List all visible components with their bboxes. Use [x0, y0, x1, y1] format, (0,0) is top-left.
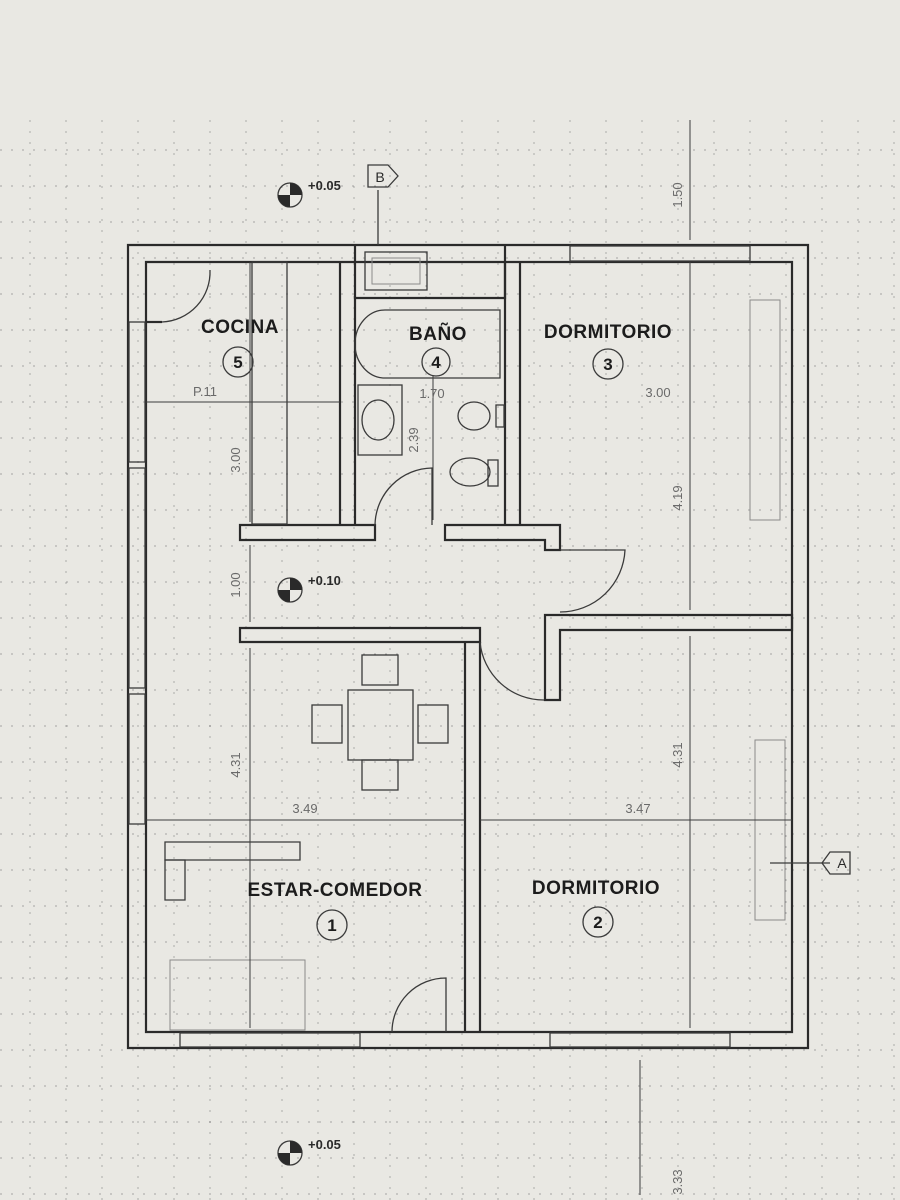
living-furniture — [164, 841, 306, 1031]
dimension-label: 3.00 — [645, 385, 670, 400]
dimension-label: 4.31 — [670, 742, 685, 767]
room-name: BAÑO — [409, 323, 467, 345]
dimension-label: 3.49 — [292, 801, 317, 816]
room-number: 1 — [327, 916, 336, 935]
level-label: +0.05 — [308, 178, 341, 193]
room-dormitorio-2: DORMITORIO 2 3.47 4.31 — [532, 742, 685, 938]
room-cocina: COCINA 5 P.11 3.00 — [193, 317, 279, 473]
section-marker-b: B — [367, 164, 399, 245]
doors — [161, 269, 626, 1033]
room-name: DORMITORIO — [544, 322, 672, 343]
dimension-label: 4.31 — [228, 752, 243, 777]
bath-fixtures — [354, 251, 505, 487]
dimension-label: 3.00 — [228, 447, 243, 472]
kitchen-counter — [251, 261, 288, 525]
room-number: 2 — [593, 913, 602, 932]
level-label: +0.10 — [308, 573, 341, 588]
margin-dimension-bottom: 3.33 — [670, 1169, 685, 1194]
dimension-label: 2.39 — [406, 427, 421, 452]
section-label: B — [375, 169, 384, 185]
room-estar-comedor: ESTAR-COMEDOR 1 3.49 4.31 — [228, 752, 422, 941]
dimension-label: 1.00 — [228, 572, 243, 597]
room-name: ESTAR-COMEDOR — [247, 880, 422, 901]
dimension-lines — [146, 120, 792, 1195]
level-marker-top: +0.05 — [277, 178, 341, 208]
level-label: +0.05 — [308, 1137, 341, 1152]
section-label: A — [837, 855, 847, 871]
dining-set — [311, 654, 449, 791]
room-number: 5 — [233, 353, 242, 372]
section-marker-a: A — [770, 851, 851, 875]
room-name: COCINA — [201, 317, 279, 338]
dimension-label: 1.70 — [419, 386, 444, 401]
wardrobes — [749, 299, 786, 921]
dimension-label: 3.47 — [625, 801, 650, 816]
room-number: 3 — [603, 355, 612, 374]
outer-walls — [126, 243, 810, 1050]
level-marker-bottom: +0.05 — [277, 1137, 341, 1166]
room-bano: BAÑO 4 1.70 2.39 — [406, 323, 467, 453]
room-name: DORMITORIO — [532, 878, 660, 899]
room-dormitorio-3: DORMITORIO 3 3.00 4.19 — [544, 322, 685, 511]
margin-dimension-top: 1.50 — [670, 182, 685, 207]
room-code: P.11 — [193, 384, 217, 399]
grid — [0, 120, 900, 1200]
hall: 1.00 — [228, 572, 243, 597]
dimension-label: 4.19 — [670, 485, 685, 510]
level-marker-hall: +0.10 — [277, 573, 341, 603]
room-number: 4 — [431, 353, 441, 372]
